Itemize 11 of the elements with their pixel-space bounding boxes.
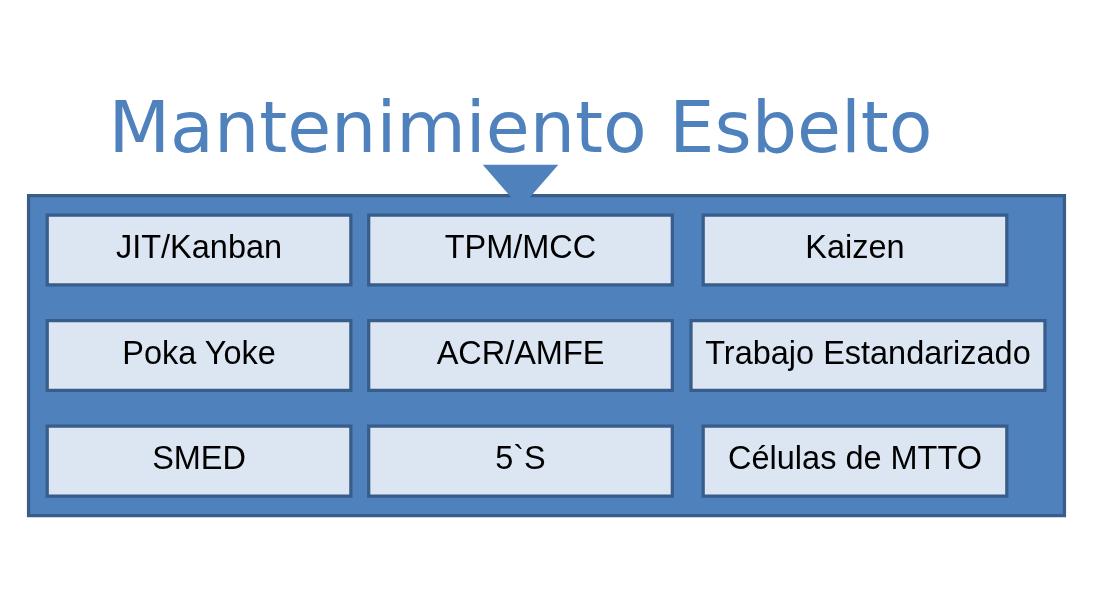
node-box: Kaizen (701, 213, 1009, 287)
node-box: Células de MTTO (701, 424, 1009, 498)
node-box: JIT/Kanban (45, 213, 353, 287)
node-box: Poka Yoke (45, 318, 353, 392)
node-box: Trabajo Estandarizado (689, 318, 1047, 392)
node-box: ACR/AMFE (367, 318, 674, 392)
node-text: Mantenimiento Esbelto (108, 85, 933, 169)
cluster (26, 193, 1067, 517)
node-box: TPM/MCC (367, 213, 674, 287)
node-box: SMED (45, 424, 353, 498)
node-box: 5`S (367, 424, 674, 498)
